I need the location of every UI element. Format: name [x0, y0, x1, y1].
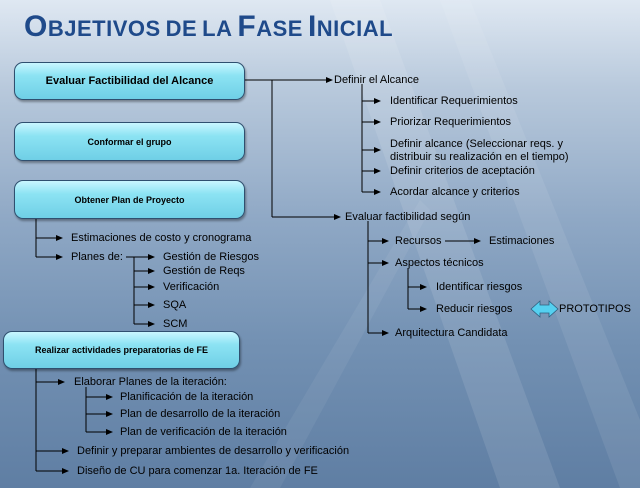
- identificar-riesgos-label: Identificar riesgos: [436, 281, 523, 293]
- aspectos-tecnicos-label: Aspectos técnicos: [395, 257, 484, 269]
- elaborar-planes-label: Elaborar Planes de la iteración:: [74, 376, 227, 388]
- double-arrow-icon: [530, 300, 559, 318]
- estimaciones-label: Estimaciones: [489, 235, 555, 247]
- arquitectura-label: Arquitectura Candidata: [395, 327, 508, 339]
- box-conformar-grupo: Conformar el grupo: [14, 122, 245, 161]
- plan-item: Gestión de Riesgos: [163, 251, 259, 263]
- box-realizar-actividades: Realizar actividades preparatorias de FE: [3, 331, 240, 369]
- definir-ambientes-label: Definir y preparar ambientes de desarrol…: [77, 445, 350, 457]
- title-word: INICIAL: [307, 10, 394, 43]
- plan-item: Gestión de Reqs: [163, 265, 245, 277]
- reducir-riesgos-label: Reducir riesgos: [436, 303, 513, 315]
- plan-item: SCM: [163, 318, 188, 330]
- alcance-item: distribuir su realización en el tiempo): [390, 151, 569, 163]
- planes-de-label: Planes de:: [71, 251, 123, 263]
- box-obtener-plan: Obtener Plan de Proyecto: [14, 180, 245, 219]
- alcance-item: Definir criterios de aceptación: [390, 165, 535, 177]
- alcance-item: Priorizar Requerimientos: [390, 116, 512, 128]
- alcance-item: Definir alcance (Seleccionar reqs. y: [390, 138, 564, 150]
- iteracion-plan-item: Plan de desarrollo de la iteración: [120, 408, 281, 420]
- iteracion-plan-item: Planificación de la iteración: [120, 391, 254, 403]
- title-word: OBJETIVOS: [24, 10, 161, 43]
- plan-item: Verificación: [163, 281, 220, 293]
- estimaciones-costo-label: Estimaciones de costo y cronograma: [71, 232, 252, 244]
- recursos-label: Recursos: [395, 235, 442, 247]
- plan-item: SQA: [163, 299, 187, 311]
- box-evaluar-label: Evaluar Factibilidad del Alcance: [45, 75, 214, 87]
- title-word: FASE: [237, 10, 303, 43]
- box-evaluar-factibilidad: Evaluar Factibilidad del Alcance: [14, 62, 245, 100]
- box-plan-label: Obtener Plan de Proyecto: [74, 194, 185, 205]
- diseno-cu-label: Diseño de CU para comenzar 1a. Iteración…: [77, 465, 318, 477]
- box-conformar-label: Conformar el grupo: [87, 136, 172, 147]
- iteracion-plan-item: Plan de verificación de la iteración: [120, 426, 287, 438]
- alcance-item: Acordar alcance y criterios: [390, 186, 520, 198]
- evaluar-factibilidad-label: Evaluar factibilidad según: [345, 211, 471, 223]
- page-title: OBJETIVOS DE LA FASE INICIAL: [24, 10, 393, 44]
- box-realizar-label: Realizar actividades preparatorias de FE: [34, 345, 209, 355]
- title-word: LA: [202, 16, 233, 41]
- title-word: DE: [165, 16, 198, 41]
- prototipos-label: PROTOTIPOS: [559, 303, 631, 315]
- definir-alcance-label: Definir el Alcance: [334, 74, 419, 86]
- alcance-item: Identificar Requerimientos: [390, 95, 518, 107]
